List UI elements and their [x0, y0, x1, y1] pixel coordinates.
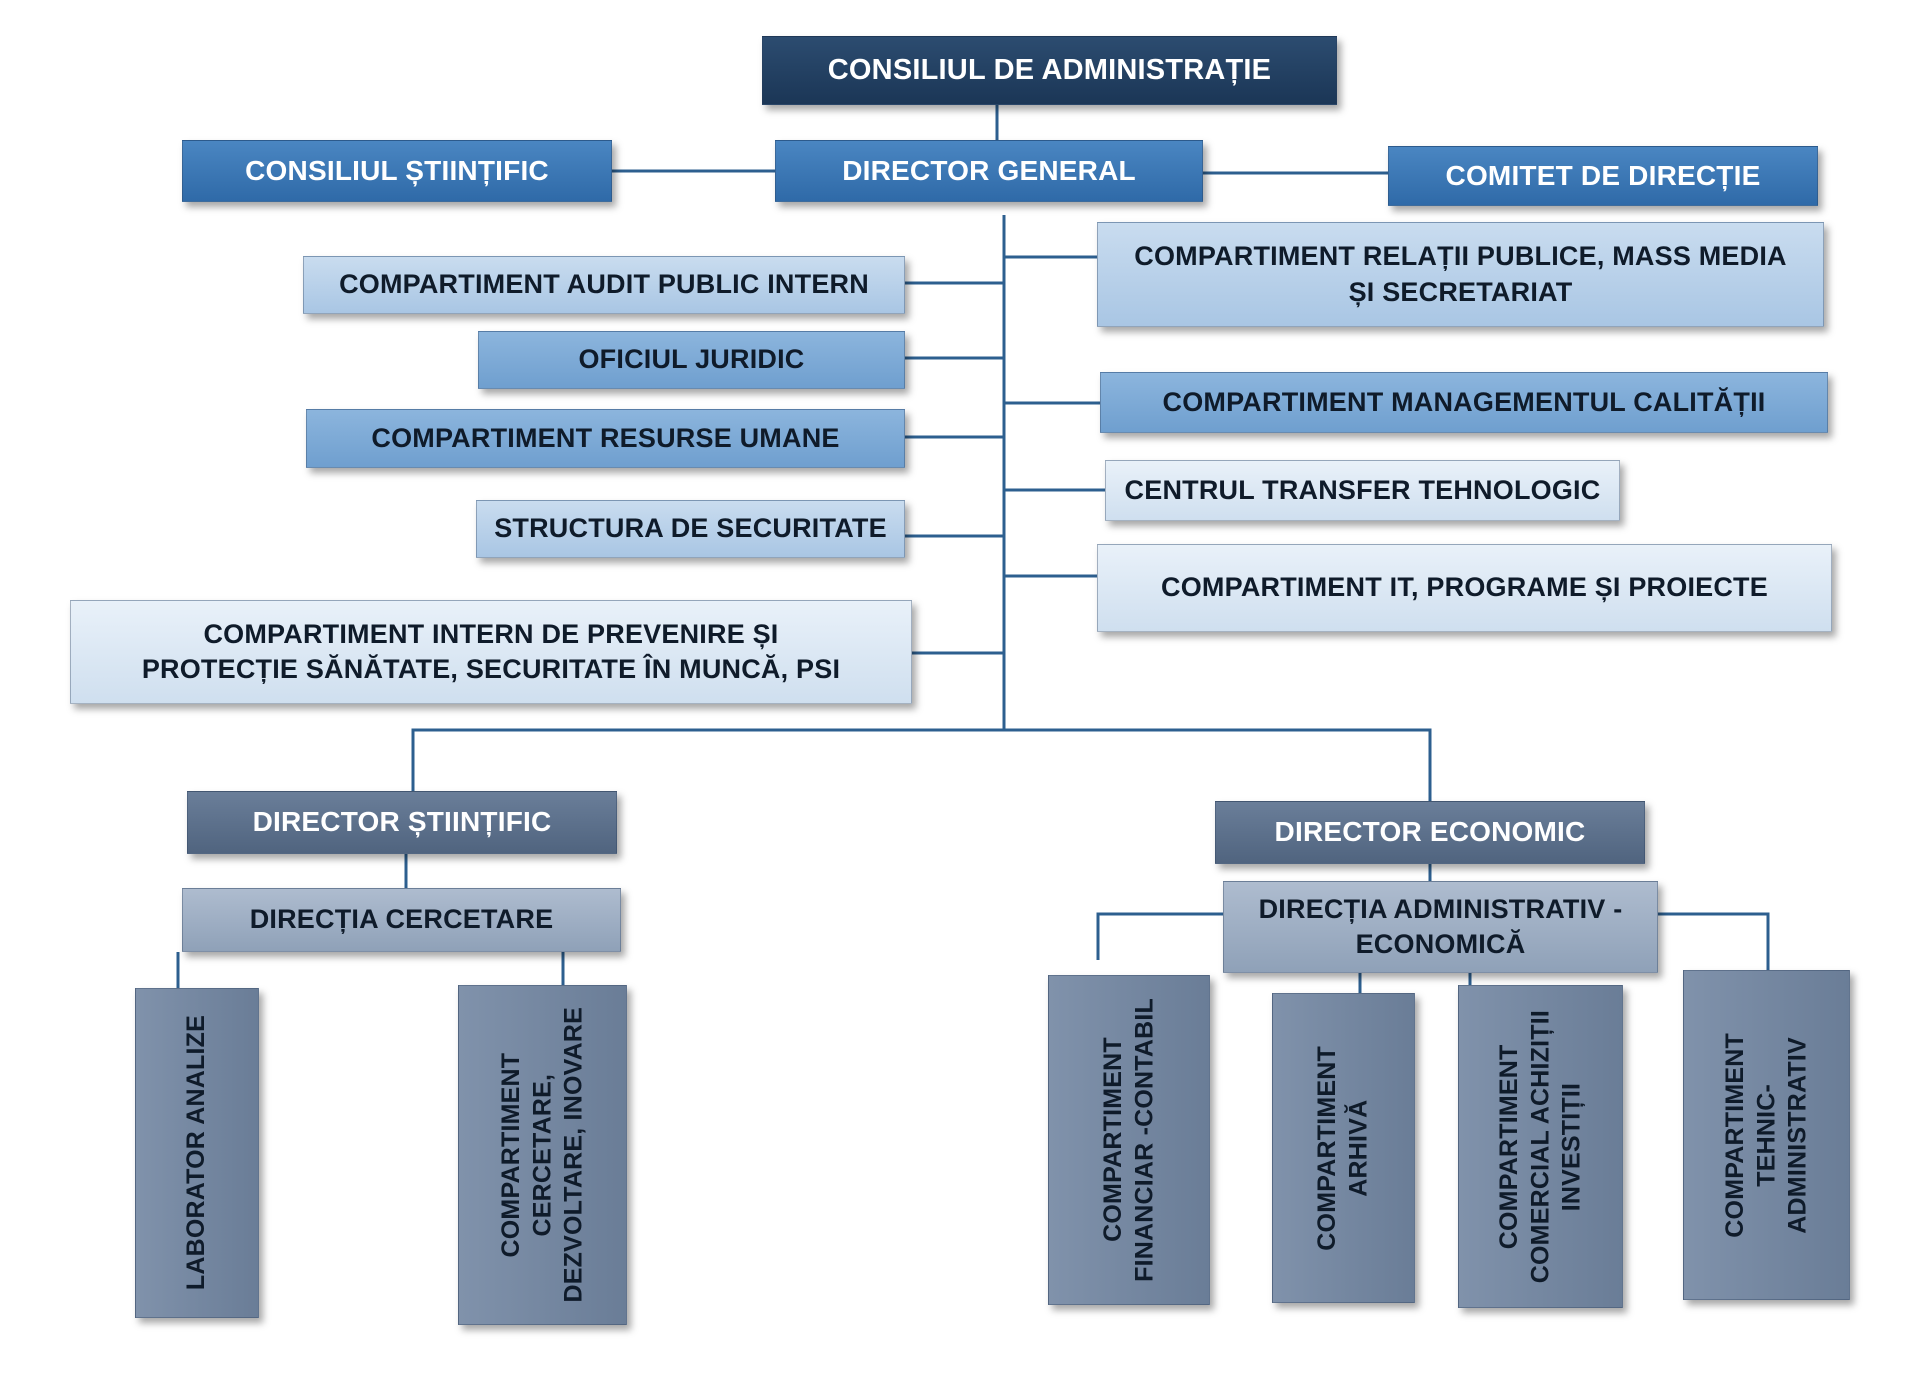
box-label: STRUCTURA DE SECURITATE: [494, 513, 887, 544]
box-label: CONSILIUL ȘTIINȚIFIC: [245, 154, 549, 186]
box-director-economic: DIRECTOR ECONOMIC: [1215, 801, 1645, 864]
box-label: COMPARTIMENT TEHNIC- ADMINISTRATIV: [1720, 1032, 1812, 1238]
box-label: COMPARTIMENT RESURSE UMANE: [371, 422, 840, 453]
box-resurse-umane: COMPARTIMENT RESURSE UMANE: [306, 409, 905, 468]
box-comitet-directie: COMITET DE DIRECȚIE: [1388, 146, 1818, 206]
box-label: COMPARTIMENT INTERN DE PREVENIRE ȘI PROT…: [141, 618, 841, 684]
box-arhiva: COMPARTIMENT ARHIVĂ: [1272, 993, 1415, 1303]
box-consiliul-administratie: CONSILIUL DE ADMINISTRAȚIE: [762, 36, 1337, 105]
box-structura-securitate: STRUCTURA DE SECURITATE: [476, 500, 905, 558]
box-oficiul-juridic: OFICIUL JURIDIC: [478, 331, 905, 389]
box-cercetare-dezvoltare: COMPARTIMENT CERCETARE, DEZVOLTARE, INOV…: [458, 985, 627, 1325]
box-directia-cercetare: DIRECȚIA CERCETARE: [182, 888, 621, 952]
box-director-stiintific: DIRECTOR ȘTIINȚIFIC: [187, 791, 617, 854]
box-label: DIRECȚIA CERCETARE: [249, 904, 554, 935]
box-tehnic-administrativ: COMPARTIMENT TEHNIC- ADMINISTRATIV: [1683, 970, 1850, 1300]
box-relatii-publice: COMPARTIMENT RELAȚII PUBLICE, MASS MEDIA…: [1097, 222, 1824, 327]
box-transfer-tehnologic: CENTRUL TRANSFER TEHNOLOGIC: [1105, 460, 1620, 521]
box-label: COMPARTIMENT MANAGEMENTUL CALITĂȚII: [1162, 386, 1766, 417]
box-label: COMPARTIMENT RELAȚII PUBLICE, MASS MEDIA…: [1134, 241, 1787, 307]
box-label: COMPARTIMENT IT, PROGRAME ȘI PROIECTE: [1161, 572, 1768, 603]
box-label: CENTRUL TRANSFER TEHNOLOGIC: [1124, 474, 1601, 505]
box-label: DIRECTOR ȘTIINȚIFIC: [252, 806, 552, 838]
box-audit-public-intern: COMPARTIMENT AUDIT PUBLIC INTERN: [303, 256, 905, 314]
box-label: COMITET DE DIRECȚIE: [1445, 159, 1761, 191]
box-label: LABORATOR ANALIZE: [182, 1015, 211, 1291]
box-it-programe: COMPARTIMENT IT, PROGRAME ȘI PROIECTE: [1097, 544, 1832, 632]
box-label: CONSILIUL DE ADMINISTRAȚIE: [827, 53, 1272, 86]
box-consiliul-stiintific: CONSILIUL ȘTIINȚIFIC: [182, 140, 612, 202]
box-prevenire-protectie: COMPARTIMENT INTERN DE PREVENIRE ȘI PROT…: [70, 600, 912, 704]
box-label: DIRECTOR GENERAL: [842, 154, 1136, 186]
box-laborator-analize: LABORATOR ANALIZE: [135, 988, 259, 1318]
box-director-general: DIRECTOR GENERAL: [775, 140, 1203, 202]
box-label: COMPARTIMENT ARHIVĂ: [1313, 1045, 1373, 1251]
box-managementul-calitatii: COMPARTIMENT MANAGEMENTUL CALITĂȚII: [1100, 372, 1828, 433]
box-financiar-contabil: COMPARTIMENT FINANCIAR -CONTABIL: [1048, 975, 1210, 1305]
box-comercial-achizitii: COMPARTIMENT COMERCIAL ACHIZIȚII INVESTI…: [1458, 985, 1623, 1308]
box-label: DIRECTOR ECONOMIC: [1274, 816, 1586, 848]
box-label: OFICIUL JURIDIC: [578, 344, 805, 375]
box-label: COMPARTIMENT CERCETARE, DEZVOLTARE, INOV…: [496, 1007, 588, 1303]
box-label: DIRECȚIA ADMINISTRATIV - ECONOMICĂ: [1258, 893, 1623, 959]
box-directia-admin-economica: DIRECȚIA ADMINISTRATIV - ECONOMICĂ: [1223, 881, 1658, 973]
box-label: COMPARTIMENT COMERCIAL ACHIZIȚII INVESTI…: [1494, 1009, 1586, 1284]
box-label: COMPARTIMENT FINANCIAR -CONTABIL: [1098, 998, 1158, 1282]
box-label: COMPARTIMENT AUDIT PUBLIC INTERN: [339, 269, 869, 300]
